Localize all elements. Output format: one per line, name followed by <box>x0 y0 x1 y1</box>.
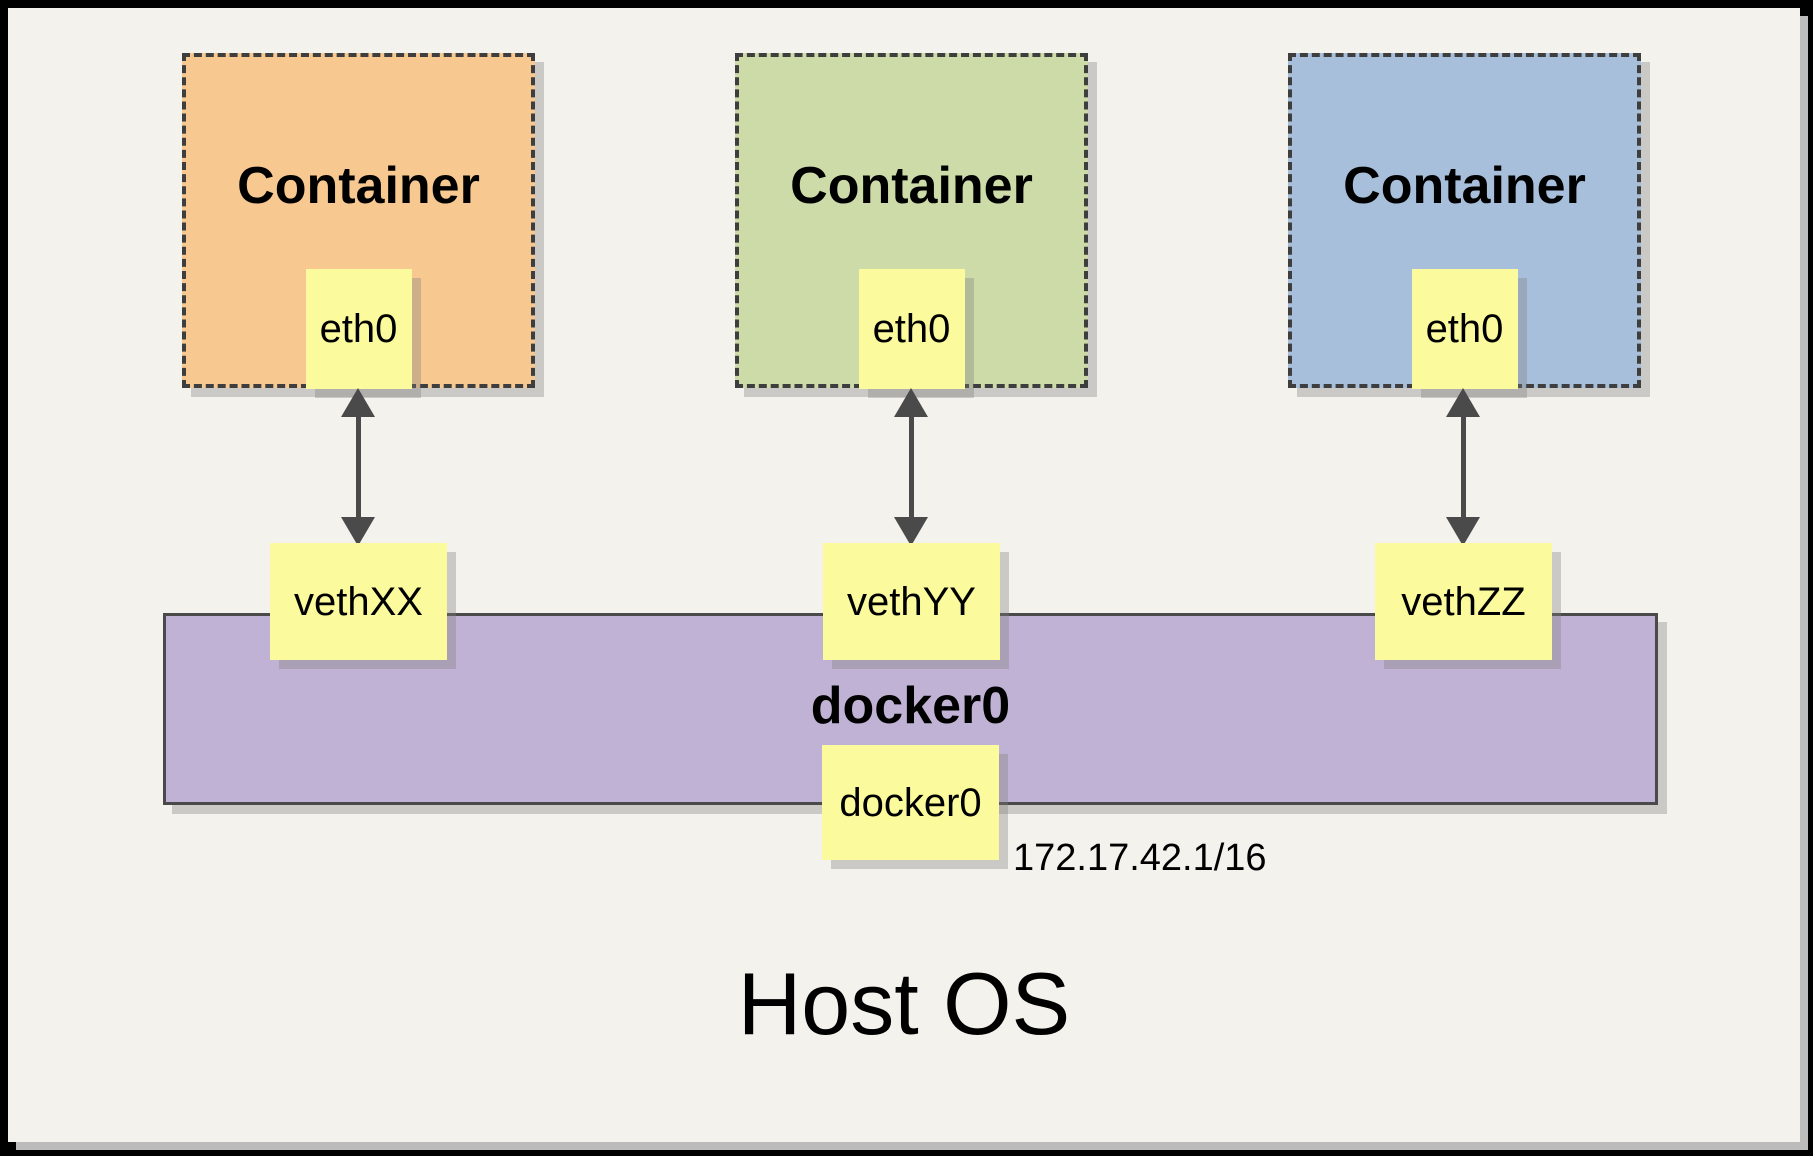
container-1-eth0-box: eth0 <box>305 269 412 389</box>
arrow-up-head-icon <box>341 388 375 417</box>
container-3-eth0-box: eth0 <box>1411 269 1518 389</box>
vethzz-box: vethZZ <box>1375 543 1552 660</box>
container-box-1: Container eth0 <box>182 53 535 389</box>
vethxx-box: vethXX <box>270 543 447 660</box>
eth0-vethzz-arrow-icon <box>1445 388 1481 546</box>
host-os-label: Host OS <box>737 954 1071 1053</box>
eth0-vethyy-arrow-icon <box>893 388 929 546</box>
host-os-area: Container eth0 Container eth0 Container … <box>8 8 1800 1142</box>
arrow-up-head-icon <box>894 388 928 417</box>
container-3-title: Container <box>1343 157 1586 215</box>
container-box-2: Container eth0 <box>735 53 1088 389</box>
arrow-down-head-icon <box>341 517 375 546</box>
bridge-ip-address: 172.17.42.1/16 <box>1013 837 1267 879</box>
container-2-eth0-box: eth0 <box>858 269 965 389</box>
arrow-shaft <box>355 414 361 520</box>
container-1-title: Container <box>237 157 480 215</box>
arrow-shaft <box>1460 414 1466 520</box>
arrow-down-head-icon <box>894 517 928 546</box>
arrow-up-head-icon <box>1446 388 1480 417</box>
container-box-3: Container eth0 <box>1288 53 1641 389</box>
eth0-vethxx-arrow-icon <box>340 388 376 546</box>
vethyy-box: vethYY <box>823 543 1000 660</box>
arrow-down-head-icon <box>1446 517 1480 546</box>
docker0-bridge-label: docker0 <box>810 677 1011 735</box>
container-2-title: Container <box>790 157 1033 215</box>
arrow-shaft <box>908 414 914 520</box>
docker0-interface-box: docker0 <box>822 745 999 860</box>
